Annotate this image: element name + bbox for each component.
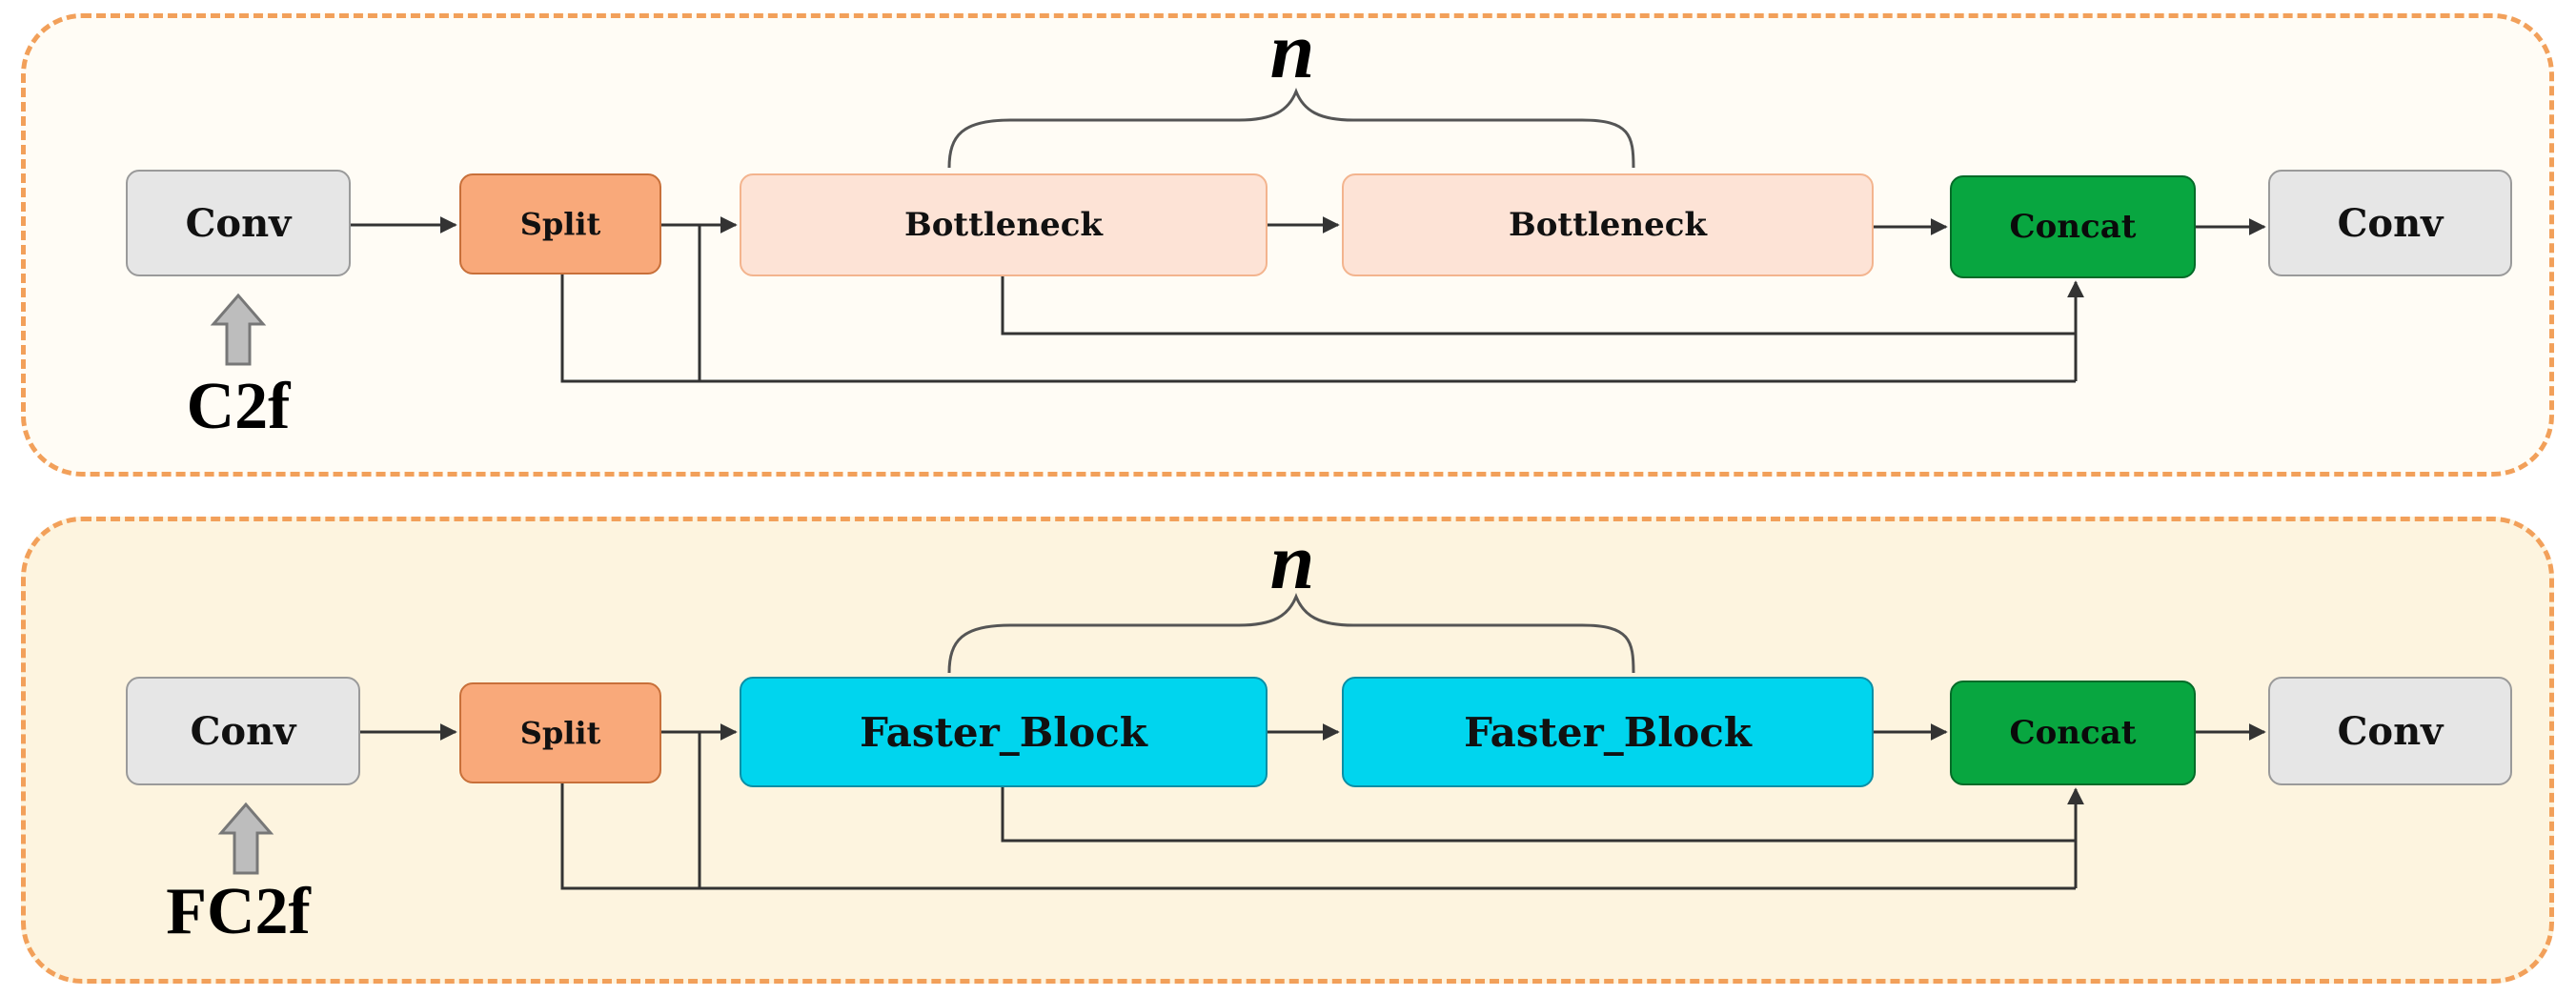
top-conv-input-label: Conv [185,200,292,246]
top-bottleneck-1-label: Bottleneck [904,206,1103,244]
top-conv-output: Conv [2268,170,2512,276]
top-repeat-label: n [1269,7,1315,95]
bottom-split-label: Split [519,715,601,751]
bottom-faster-block-2: Faster_Block [1342,677,1874,787]
bottom-skip-split [560,783,2076,890]
top-module-name: C2f [186,370,291,443]
top-conv-input: Conv [126,170,351,276]
top-skip-block1 [1001,276,2076,335]
top-repeat-brace [947,87,1635,169]
bottom-conv-output: Conv [2268,677,2512,785]
bottom-conv-input-label: Conv [190,708,296,754]
top-bottleneck-1: Bottleneck [740,173,1268,276]
bottom-conv-output-label: Conv [2337,708,2444,754]
top-split-label: Split [519,206,601,242]
bottom-faster-block-1-label: Faster_Block [860,708,1147,756]
bottom-input-up-arrow [217,802,274,875]
bottom-repeat-brace [947,592,1635,674]
top-skip-split [560,274,2076,383]
bottom-split: Split [459,682,661,783]
top-split: Split [459,173,661,274]
top-bottleneck-2: Bottleneck [1342,173,1874,276]
top-conv-output-label: Conv [2337,200,2444,246]
bottom-concat-label: Concat [2009,714,2137,752]
bottom-faster-block-1: Faster_Block [740,677,1268,787]
bottom-concat: Concat [1950,681,2196,785]
bottom-skip-block1 [1001,787,2076,843]
bottom-faster-block-2-label: Faster_Block [1464,708,1752,756]
top-concat: Concat [1950,175,2196,278]
bottom-module-name: FC2f [166,875,311,948]
top-input-up-arrow [210,293,267,366]
top-bottleneck-2-label: Bottleneck [1509,206,1707,244]
top-concat-label: Concat [2009,208,2137,246]
bottom-conv-input: Conv [126,677,360,785]
bottom-repeat-label: n [1269,518,1315,606]
